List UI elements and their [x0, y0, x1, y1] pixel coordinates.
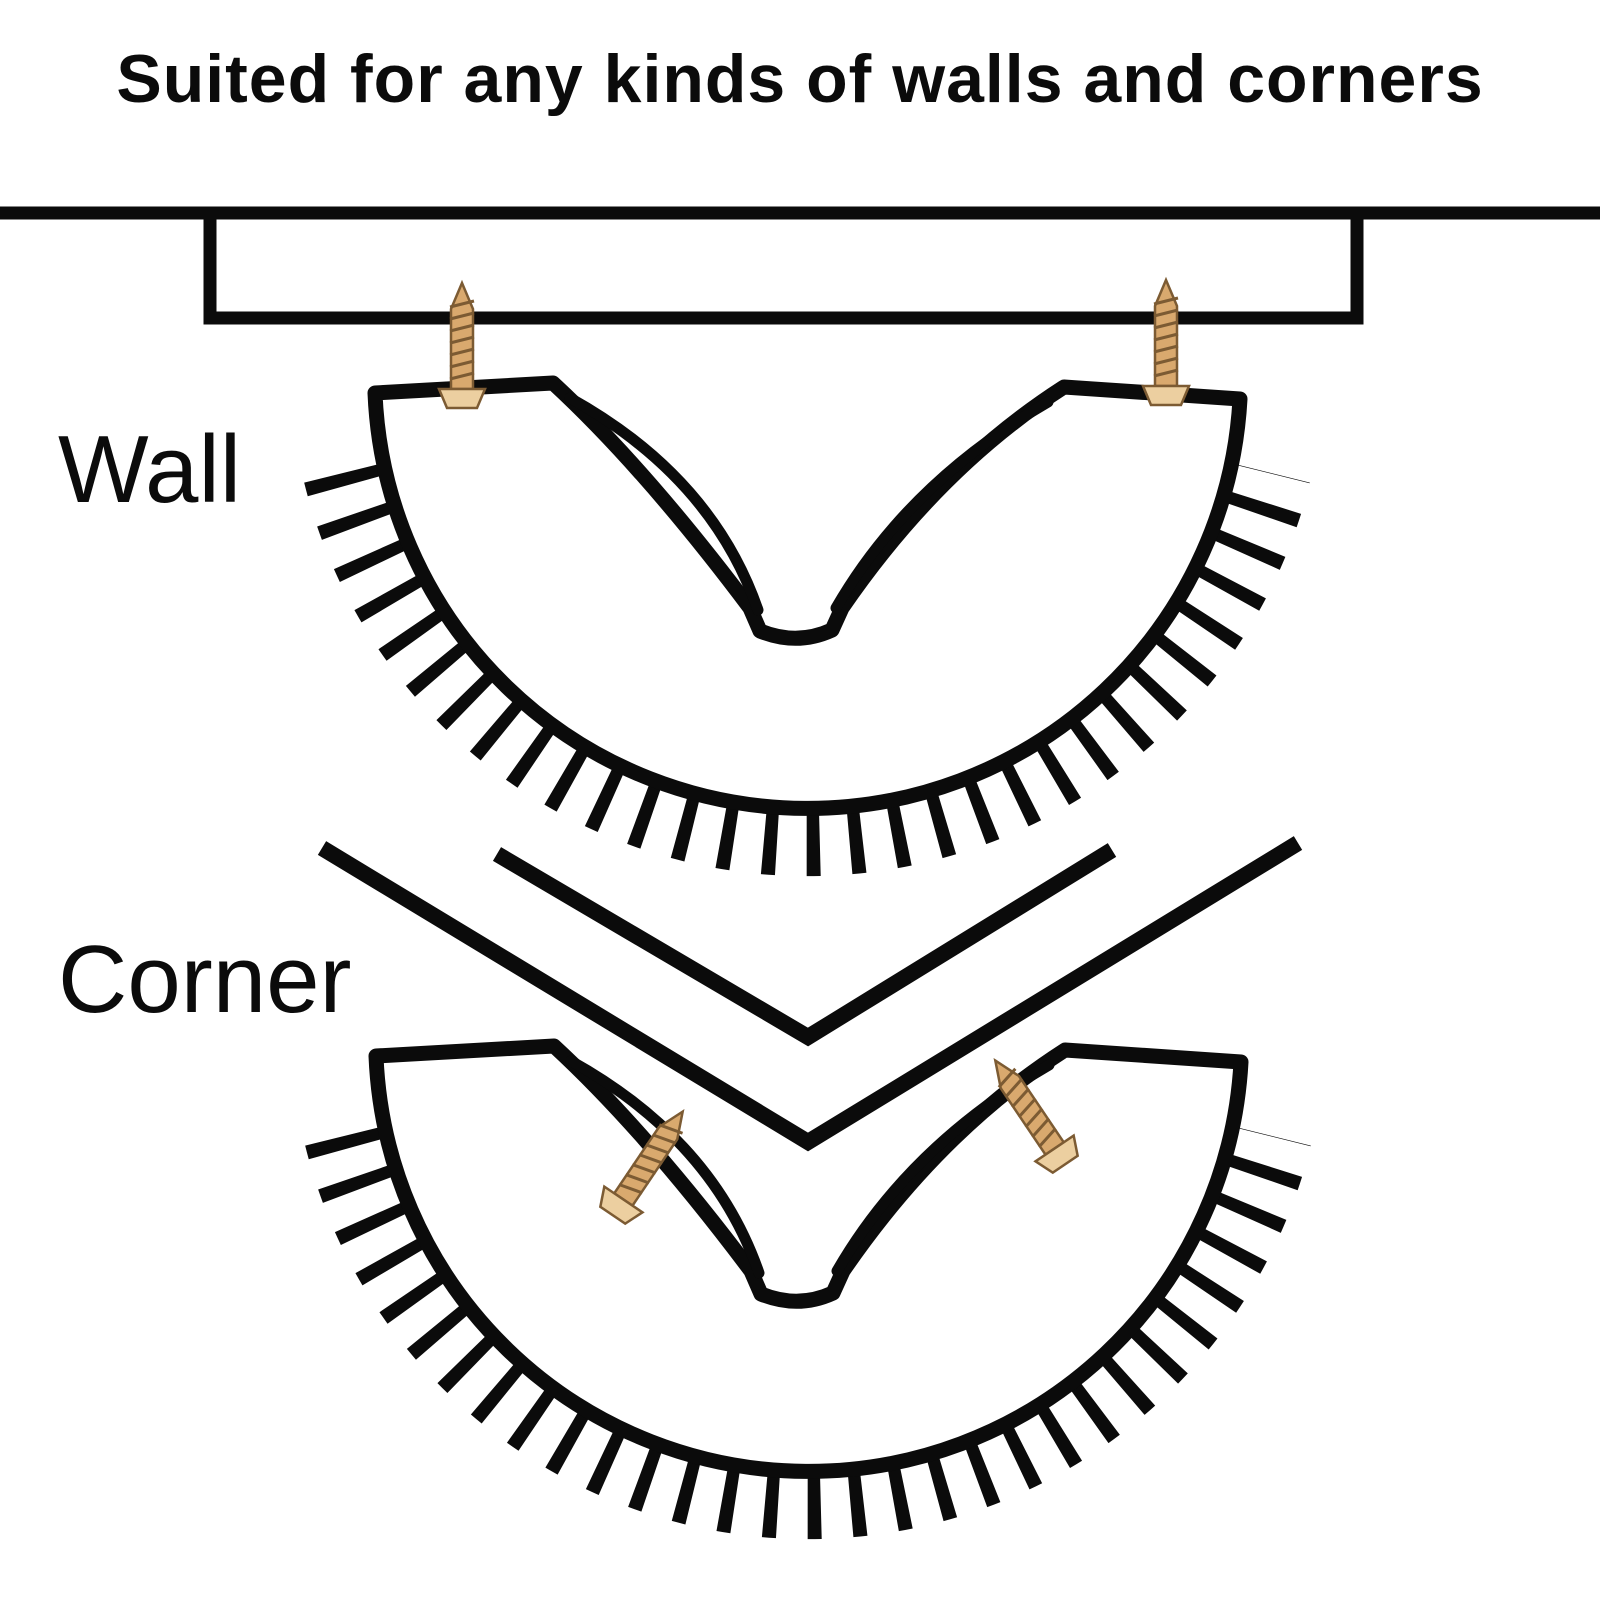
page-title: Suited for any kinds of walls and corner… [116, 41, 1483, 117]
brush-on-wall [343, 383, 1271, 836]
corner-wall-inner-line [492, 843, 1117, 1047]
wall-label: Wall [58, 416, 241, 523]
corner-section: Corner [58, 836, 1303, 1499]
corner-label: Corner [58, 926, 351, 1033]
mounting-plate [203, 206, 1364, 325]
brush-in-corner [344, 1046, 1272, 1499]
corner-wall-outer-line [317, 836, 1303, 1152]
wall-section: Wall [0, 206, 1600, 836]
